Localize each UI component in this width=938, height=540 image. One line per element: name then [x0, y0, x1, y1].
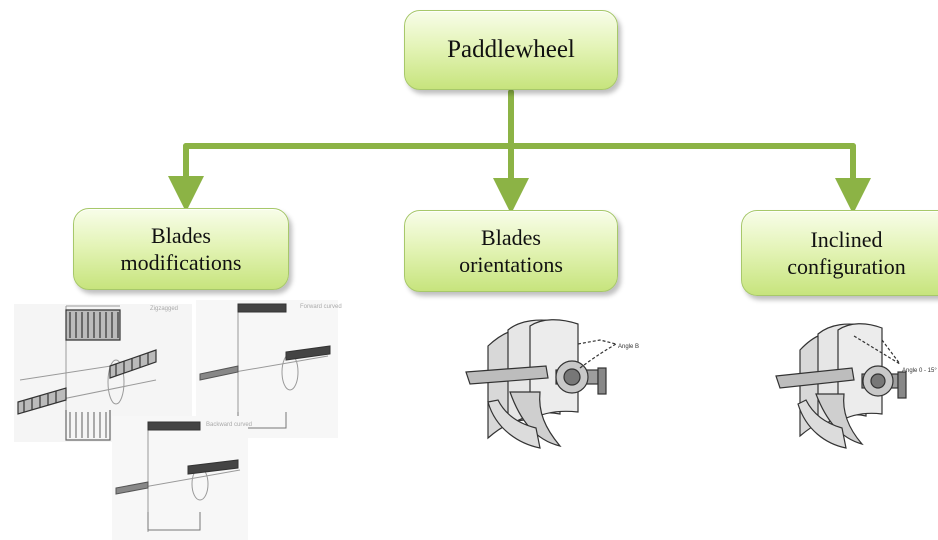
node-label: Inclined configuration: [787, 226, 906, 280]
zigzagged-caption: Zigzagged: [150, 306, 178, 312]
node-inclined-configuration: Inclined configuration: [741, 210, 938, 296]
angle-range-annotation: Angle 0 - 15°: [902, 368, 937, 374]
angle-b-annotation: Angle B: [618, 344, 639, 350]
root-label: Paddlewheel: [447, 36, 575, 64]
node-label: Blades orientations: [459, 224, 563, 278]
root-node-paddlewheel: Paddlewheel: [404, 10, 618, 90]
node-blades-modifications: Blades modifications: [73, 208, 289, 290]
inclined-configuration-wheel-illustration: [775, 323, 907, 449]
forward-curved-blade-sketch: [196, 300, 338, 438]
backward-curved-caption: Backward curved: [206, 422, 252, 428]
forward-curved-caption: Forward curved: [300, 304, 342, 310]
backward-curved-blade-sketch: [112, 416, 248, 540]
blades-orientation-wheel-illustration: [465, 319, 617, 449]
node-blades-orientations: Blades orientations: [404, 210, 618, 292]
node-label: Blades modifications: [120, 222, 242, 276]
